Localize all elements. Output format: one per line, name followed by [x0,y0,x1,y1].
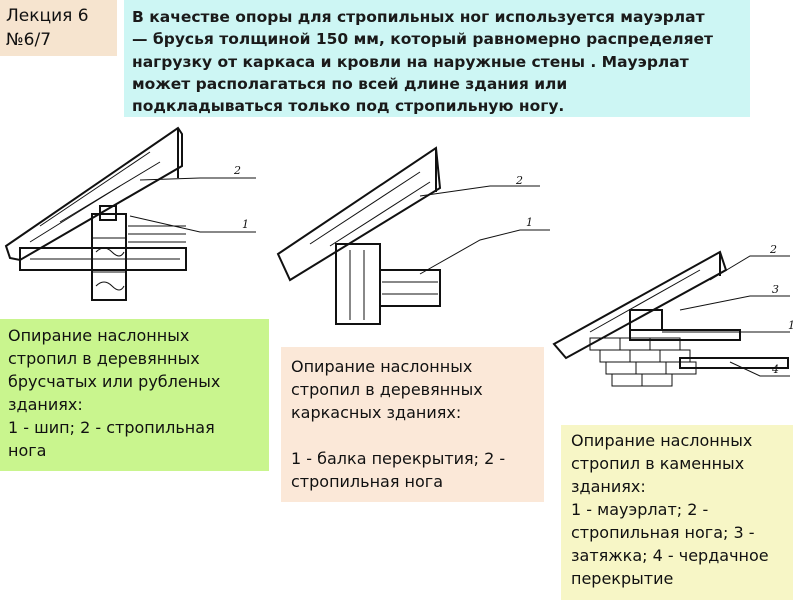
drawing-label: 2 [769,243,777,256]
drawing-wood-log-building: 2 1 [4,126,256,301]
caption-frame-building: Опирание наслонных стропил в деревянных … [281,347,544,502]
caption-line: стропильная нога [291,472,444,491]
drawing-label: 3 [772,283,779,296]
intro-line: нагрузку от каркаса и кровли на наружные… [132,52,689,71]
intro-text-box: В качестве опоры для стропильных ног исп… [124,0,750,117]
caption-line: Опирание наслонных [571,431,753,450]
caption-line: зданиях: [571,477,646,496]
drawing-label: 1 [242,218,249,231]
caption-line: Опирание наслонных [8,326,190,345]
drawing-label: 2 [515,174,523,187]
lecture-title: Лекция 6 [6,6,89,26]
caption-line: Опирание наслонных [291,357,473,376]
caption-line: 1 - балка перекрытия; 2 - [291,449,506,468]
intro-line: В качестве опоры для стропильных ног исп… [132,8,705,26]
caption-line: зданиях: [8,395,83,414]
caption-stone-building: Опирание наслонных стропил в каменных зд… [561,425,793,600]
lecture-label: Лекция 6 №6/7 [0,0,117,56]
drawing-label: 2 [233,164,241,177]
caption-line: стропил в деревянных [291,380,483,399]
caption-line [291,424,534,447]
caption-line: стропил в каменных [571,454,745,473]
caption-line: стропильная нога; 3 - [571,523,755,542]
caption-line: стропил в деревянных [8,349,200,368]
drawing-label: 4 [771,363,779,376]
caption-line: 1 - шип; 2 - стропильная [8,418,215,437]
caption-line: брусчатых или рубленых [8,372,221,391]
caption-line: 1 - мауэрлат; 2 - [571,500,709,519]
intro-line: подкладываться только под стропильную но… [132,97,565,116]
caption-line: каркасных зданиях: [291,403,462,422]
intro-line: может располагаться по всей длине здания… [132,74,568,93]
caption-line: нога [8,441,47,460]
caption-wood-building: Опирание наслонных стропил в деревянных … [0,319,269,471]
drawing-label: 1 [526,216,533,229]
drawing-wood-frame-building: 2 1 [276,146,550,325]
drawing-label: 1 [788,319,795,332]
lecture-number: №6/7 [6,30,52,50]
caption-line: перекрытие [571,569,674,588]
drawing-stone-building: 2 3 1 4 [552,243,795,387]
caption-line: затяжка; 4 - чердачное [571,546,769,565]
intro-line: — брусья толщиной 150 мм, который равном… [132,30,714,49]
